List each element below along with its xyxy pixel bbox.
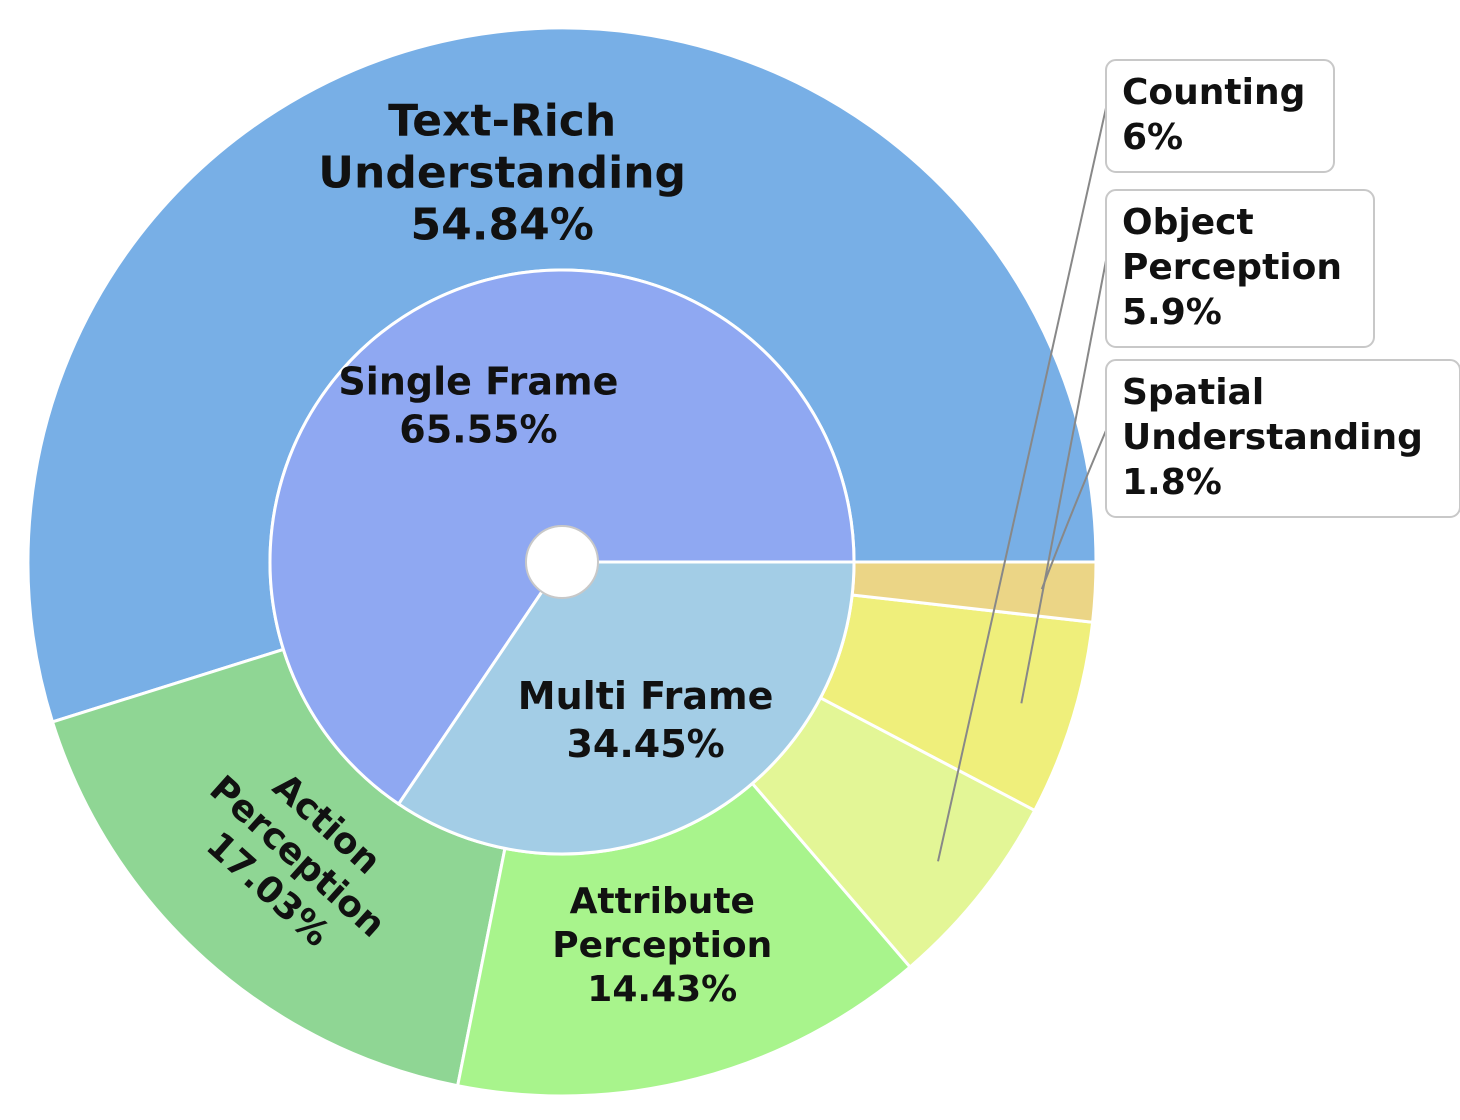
callout-line: 5.9%	[1122, 292, 1222, 333]
callout-box	[1105, 359, 1460, 518]
leader-spatial-understanding	[1040, 430, 1107, 590]
label-attribute-perception-line: 14.43%	[587, 969, 737, 1010]
callout-line: 1.8%	[1122, 462, 1222, 503]
callout-line: Understanding	[1122, 417, 1423, 458]
callout-line: 6%	[1122, 117, 1183, 158]
label-text-rich-understanding-line: Text-Rich	[388, 95, 616, 146]
label-text-rich-understanding-line: 54.84%	[411, 199, 594, 250]
callout-line: Spatial	[1122, 372, 1264, 413]
callout-line: Perception	[1122, 247, 1342, 288]
label-text-rich-understanding-line: Understanding	[318, 147, 686, 198]
label-single-frame-line: 65.55%	[399, 407, 557, 451]
callout-line: Counting	[1122, 72, 1305, 113]
callout-box	[1105, 59, 1335, 173]
label-attribute-perception-line: Attribute	[570, 881, 755, 922]
leader-counting	[937, 107, 1107, 862]
label-multi-frame-line: 34.45%	[566, 722, 724, 766]
callout-box	[1105, 189, 1375, 348]
callout-line: Object	[1122, 202, 1254, 243]
label-single-frame-line: Single Frame	[338, 359, 618, 403]
leader-object-perception	[1020, 260, 1107, 704]
label-attribute-perception-line: Perception	[552, 925, 772, 966]
callout-leaders	[937, 107, 1107, 862]
center-hole	[525, 525, 599, 599]
label-multi-frame-line: Multi Frame	[518, 674, 774, 718]
